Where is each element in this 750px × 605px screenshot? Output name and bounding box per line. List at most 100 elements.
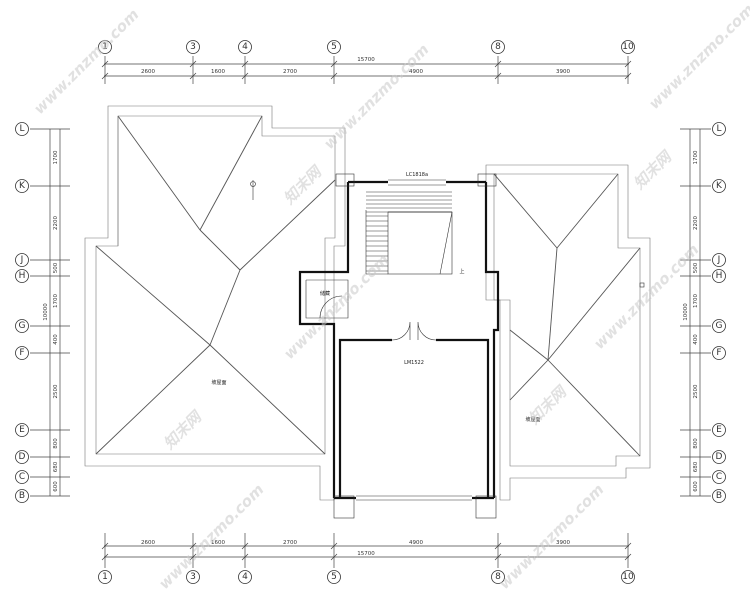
- dim-tick: [624, 60, 632, 68]
- side-dim-text: 680: [693, 461, 699, 472]
- watermark-text: www.znzmo.com: [30, 5, 142, 117]
- grid-bubble: [238, 40, 252, 54]
- grid-label: C: [19, 472, 25, 482]
- grid-label: 10: [622, 572, 634, 582]
- grid-label: B: [19, 491, 25, 501]
- grid-bubble: [327, 570, 341, 584]
- grid-label: D: [19, 452, 26, 462]
- roof-label-left: 坡屋面: [211, 379, 226, 386]
- grid-bubble: [712, 450, 726, 464]
- side-dim-text: 600: [53, 481, 59, 492]
- grid-label: 10: [622, 42, 634, 52]
- grid-bubble: [491, 40, 505, 54]
- grid-bubble: [491, 570, 505, 584]
- dim-tick: [241, 60, 249, 68]
- roof-outline-left: [84, 105, 346, 501]
- side-dim-text: 2200: [53, 216, 59, 230]
- side-dim-text: 400: [693, 334, 699, 345]
- building-walls: [298, 173, 500, 519]
- grid-label: 5: [331, 572, 337, 582]
- roof-outline-right: [485, 164, 651, 501]
- watermark-text: www.znzmo.com: [280, 250, 392, 362]
- grid-label: E: [19, 425, 25, 435]
- grid-label: H: [716, 271, 723, 281]
- watermark-brand: 知末网: [279, 161, 326, 208]
- grid-label: K: [19, 181, 26, 191]
- watermark-brand: 知末网: [524, 381, 571, 428]
- dim-tick: [241, 72, 249, 80]
- side-total-dim: 10000: [43, 303, 49, 321]
- dim-tick: [101, 60, 109, 68]
- grid-bubble: [98, 40, 112, 54]
- grid-label: G: [716, 321, 723, 331]
- grid-label: F: [19, 348, 24, 358]
- grid-bubble: [621, 570, 635, 584]
- grid-label: B: [716, 491, 722, 501]
- bottom-dimensions: 2600 1600 2700 4900 3900 15700: [104, 540, 629, 558]
- grid-bubble: [712, 269, 726, 283]
- vent-symbol: [250, 180, 256, 200]
- side-dim-text: 680: [53, 461, 59, 472]
- top-dimensions: 15700 2600 1600 2700 4900 3900: [104, 57, 629, 77]
- grid-bubble: [712, 253, 726, 267]
- grid-bubble: [238, 570, 252, 584]
- top-dim-5: 3900: [556, 69, 570, 75]
- dim-tick: [494, 60, 502, 68]
- grid-label: G: [19, 321, 26, 331]
- grid-bubble: [15, 319, 29, 333]
- grid-bubble: [15, 269, 29, 283]
- grid-label: 8: [495, 572, 501, 582]
- grid-label: C: [716, 472, 722, 482]
- top-dim-2: 1600: [211, 69, 225, 75]
- dim-tick: [494, 72, 502, 80]
- grid-label: F: [716, 348, 721, 358]
- grid-label: 8: [495, 42, 501, 52]
- grid-bubble: [15, 122, 29, 136]
- top-dim-1: 2600: [141, 69, 155, 75]
- top-dim-4: 4900: [409, 69, 423, 75]
- side-dim-text: 1700: [693, 150, 699, 164]
- bottom-dim-2: 1600: [211, 540, 225, 546]
- grid-bubble: [15, 346, 29, 360]
- side-dim-text: 1700: [693, 294, 699, 308]
- grid-bubble: [15, 253, 29, 267]
- grid-bubble: [15, 489, 29, 503]
- grid-bubble: [712, 346, 726, 360]
- grid-bubble: [712, 489, 726, 503]
- watermarks: www.znzmo.com www.znzmo.com www.znzmo.co…: [30, 0, 750, 592]
- dim-tick: [189, 72, 197, 80]
- side-dim-text: 2500: [693, 384, 699, 398]
- dim-tick: [330, 72, 338, 80]
- grid-label: 1: [102, 42, 108, 52]
- storage-label: 储藏: [320, 290, 330, 297]
- grid-bubble: [186, 40, 200, 54]
- side-dim-text: 2500: [53, 384, 59, 398]
- stair-up-label: 上: [459, 268, 464, 275]
- side-dim-text: 1700: [53, 294, 59, 308]
- watermark-text: www.znzmo.com: [320, 40, 432, 152]
- grid-bubble: [712, 470, 726, 484]
- grid-label: K: [716, 181, 723, 191]
- dim-tick: [330, 60, 338, 68]
- watermark-brand: 知末网: [629, 146, 676, 193]
- left-dimensions: [49, 129, 61, 496]
- side-dim-text: 800: [53, 438, 59, 449]
- dim-tick: [101, 72, 109, 80]
- window-label: LC1818a: [406, 172, 428, 178]
- grid-bubble: [621, 40, 635, 54]
- grid-label: 5: [331, 42, 337, 52]
- grid-bubble: [712, 319, 726, 333]
- bottom-dim-4: 4900: [409, 540, 423, 546]
- door-label: LM1522: [404, 360, 424, 366]
- grid-bubble: [15, 470, 29, 484]
- drain-symbol: [639, 282, 645, 288]
- grid-label: 3: [190, 572, 196, 582]
- watermark-brand: 知末网: [159, 406, 206, 453]
- side-dim-text: 500: [693, 262, 699, 273]
- grid-label: D: [716, 452, 723, 462]
- side-dim-text: 600: [693, 481, 699, 492]
- watermark-text: www.znzmo.com: [645, 0, 750, 112]
- grid-label: L: [716, 124, 721, 134]
- dim-tick: [189, 60, 197, 68]
